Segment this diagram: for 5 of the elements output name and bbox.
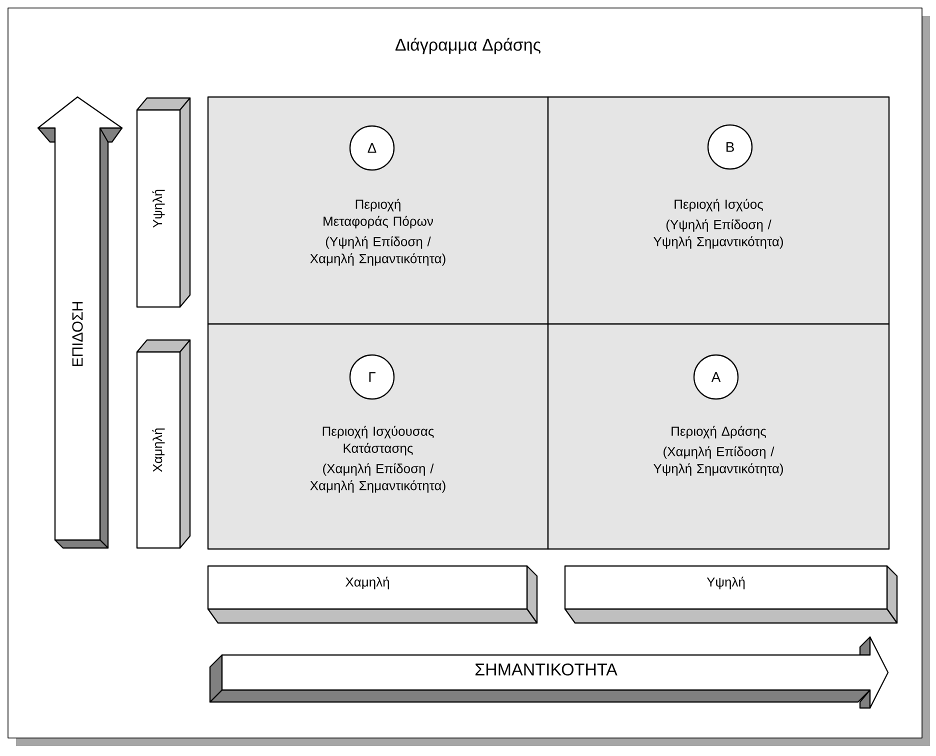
level-bar: Υψηλή: [564, 565, 898, 624]
level-bar: Χαμηλή: [136, 339, 191, 549]
level-bar: Χαμηλή: [207, 565, 538, 624]
title: Διάγραμμα Δράσης: [395, 38, 540, 54]
level-bar: Υψηλή: [136, 97, 191, 308]
